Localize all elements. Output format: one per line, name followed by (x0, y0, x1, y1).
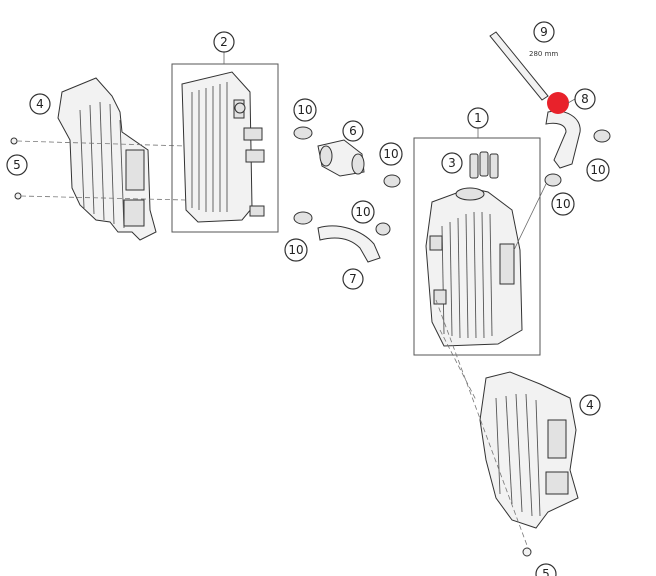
guard-screw-upper[interactable] (10, 137, 186, 147)
hose-clamp-1[interactable] (293, 126, 313, 140)
hose-connector[interactable] (317, 139, 365, 177)
callout-c4b-label: 4 (586, 398, 594, 412)
right-radiator[interactable] (425, 187, 523, 347)
callout-c9[interactable]: 9 (533, 21, 555, 43)
upper-radiator-hose[interactable] (545, 110, 581, 169)
callout-c10e-label: 10 (355, 205, 370, 219)
hose-clamp-4[interactable] (375, 222, 391, 236)
hose-clamp-6[interactable] (593, 129, 611, 143)
callout-c10c[interactable]: 10 (379, 142, 403, 166)
callout-c8-label: 8 (581, 92, 589, 106)
hose-clamp-5[interactable] (544, 173, 562, 187)
callout-c10f-label: 10 (288, 243, 303, 257)
right-radiator-guard[interactable] (479, 371, 579, 529)
guide-line-radiator-guard-2 (439, 329, 477, 401)
right-radiator-frame (413, 137, 541, 356)
callout-c7[interactable]: 7 (342, 268, 364, 290)
callout-c10b[interactable]: 10 (586, 158, 610, 182)
left-radiator-frame (171, 63, 279, 233)
breather-hose[interactable] (489, 31, 549, 101)
callout-c7-label: 7 (349, 272, 357, 286)
callout-c3-label: 3 (448, 156, 456, 170)
callout-c4b[interactable]: 4 (579, 394, 601, 416)
callout-c1[interactable]: 1 (467, 107, 489, 129)
callout-c5a-label: 5 (13, 158, 21, 172)
callout-c10f[interactable]: 10 (284, 238, 308, 262)
callout-c2-label: 2 (220, 35, 228, 49)
callout-c10d[interactable]: 10 (551, 192, 575, 216)
callout-c4a-label: 4 (36, 97, 44, 111)
callout-c2[interactable]: 2 (213, 31, 235, 53)
callout-c5a[interactable]: 5 (6, 154, 28, 176)
callout-c10b-label: 10 (590, 163, 605, 177)
hose-clamp-3[interactable] (293, 211, 313, 225)
selected-part-highlight (547, 92, 569, 114)
hose-length-label: 280 mm (529, 50, 558, 58)
callout-c10d-label: 10 (555, 197, 570, 211)
guard-washer[interactable] (522, 547, 532, 557)
callout-c6-label: 6 (349, 124, 357, 138)
callout-c9-label: 9 (540, 25, 548, 39)
callout-c5b[interactable]: 5 (535, 563, 557, 576)
left-radiator[interactable] (181, 71, 265, 223)
callout-c1-label: 1 (474, 111, 482, 125)
radiator-cap-set[interactable] (469, 151, 499, 179)
guide-line-radiator-guard (435, 299, 529, 549)
callout-c10a-label: 10 (297, 103, 312, 117)
callout-c8[interactable]: 8 (574, 88, 596, 110)
callout-c10e[interactable]: 10 (351, 200, 375, 224)
lower-radiator-hose[interactable] (317, 225, 381, 263)
callout-c10c-label: 10 (383, 147, 398, 161)
callout-c10a[interactable]: 10 (293, 98, 317, 122)
guard-screw-lower[interactable] (14, 192, 186, 201)
callout-c6[interactable]: 6 (342, 120, 364, 142)
left-radiator-guard[interactable] (57, 77, 157, 241)
callout-c3[interactable]: 3 (441, 152, 463, 174)
callout-c5b-label: 5 (542, 567, 550, 576)
hose-clamp-2[interactable] (383, 174, 401, 188)
leader-c8 (567, 98, 576, 104)
callout-c4a[interactable]: 4 (29, 93, 51, 115)
guide-line-clamp (513, 183, 547, 251)
